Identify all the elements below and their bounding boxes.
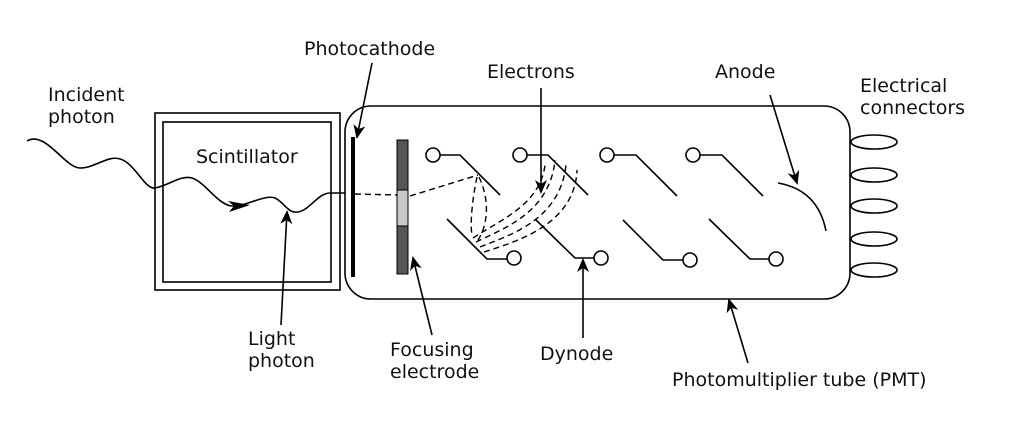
scintillator-inner <box>162 121 332 283</box>
connector-pin <box>850 231 898 247</box>
label-photocathode: Photocathode <box>304 38 435 60</box>
photon-arrowhead <box>228 201 250 212</box>
label-pmt: Photomultiplier tube (PMT) <box>672 369 926 391</box>
anode-pointer <box>769 94 800 185</box>
connector-pin <box>850 262 898 278</box>
pmt-tube <box>344 105 851 300</box>
connector-pin <box>850 134 898 150</box>
label-light-photon: Light photon <box>248 328 315 372</box>
scintillator-outer <box>154 112 341 291</box>
photocathode-pointer <box>353 62 373 139</box>
label-focusing-electrode: Focusing electrode <box>390 339 480 383</box>
label-electrical-connectors: Electrical connectors <box>860 75 965 119</box>
connector-pin <box>850 198 898 214</box>
electrical-connectors <box>850 134 898 278</box>
anode <box>777 182 827 232</box>
label-electrons: Electrons <box>487 61 575 83</box>
label-anode: Anode <box>715 61 775 83</box>
focusing-electrode <box>396 139 409 275</box>
light-photon-pointer <box>280 210 293 326</box>
label-incident-photon: Incident photon <box>48 84 131 128</box>
electron-paths <box>354 159 578 253</box>
connector-pin <box>850 167 898 183</box>
pmt-pointer <box>726 298 749 364</box>
label-dynode: Dynode <box>540 343 613 365</box>
photon-path <box>26 138 345 213</box>
focusing-electrode-pointer <box>410 256 433 336</box>
dynodes <box>425 147 784 268</box>
label-scintillator: Scintillator <box>196 146 298 168</box>
